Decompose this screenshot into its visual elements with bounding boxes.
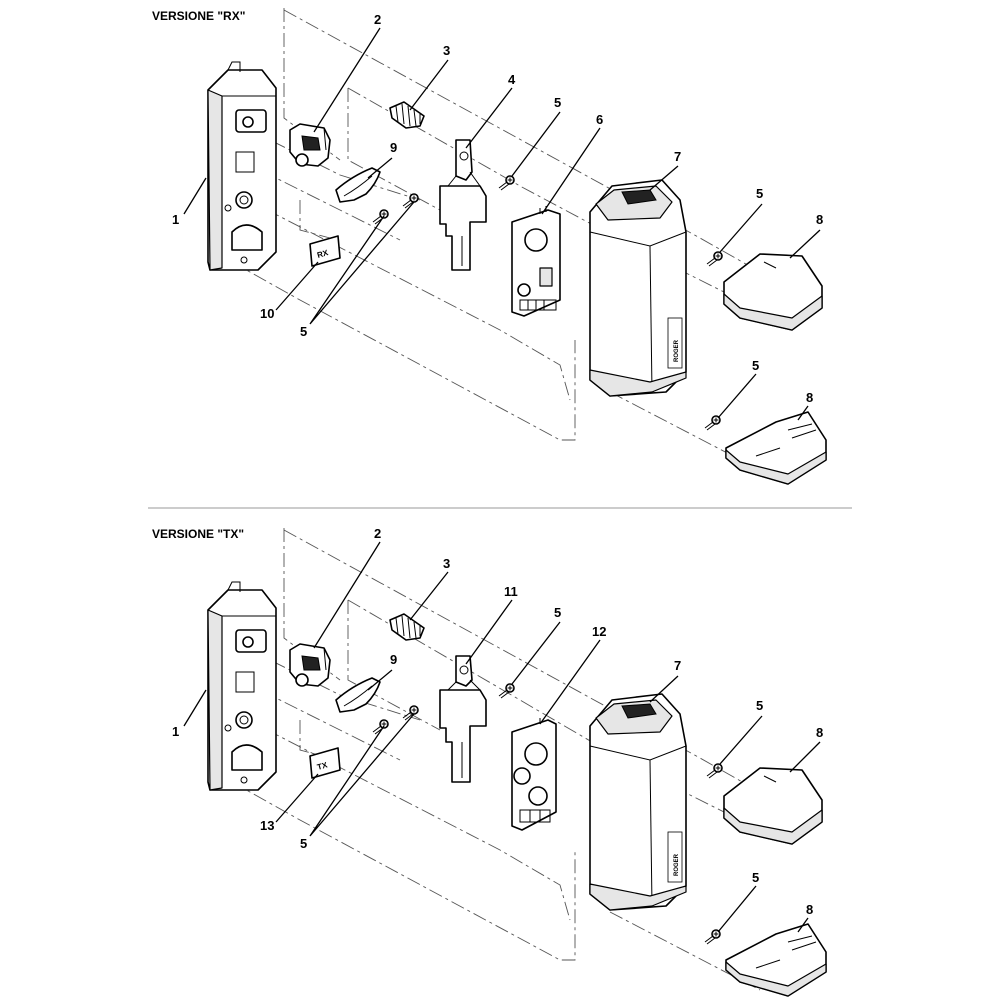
section-tx: VERSIONE "TX" xyxy=(152,526,827,997)
callout-label: 6 xyxy=(596,112,603,127)
section-title: VERSIONE "RX" xyxy=(152,9,245,23)
part-1-base-housing xyxy=(207,581,277,791)
screw-icon xyxy=(706,763,723,779)
callout-label: 2 xyxy=(374,12,381,27)
part-2-cam-piece xyxy=(289,123,331,167)
screw-icon xyxy=(498,175,515,191)
section-rx: VERSIONE "RX" xyxy=(152,8,827,485)
callout-label: 5 xyxy=(554,95,561,110)
callout-label: 8 xyxy=(806,390,813,405)
callout-label: 8 xyxy=(816,212,823,227)
screw-icon xyxy=(498,683,515,699)
assembly-axis-lines xyxy=(231,528,761,991)
part-8-top-cap xyxy=(723,767,823,845)
rx-tag-label: RX xyxy=(316,248,330,260)
brand-label: ROGER xyxy=(674,339,680,362)
callout-label: 2 xyxy=(374,526,381,541)
callout-label: 3 xyxy=(443,43,450,58)
part-3-spring xyxy=(389,101,425,129)
brand-logo: ROGER xyxy=(667,831,683,883)
part-1-base-housing xyxy=(207,61,277,271)
callout-label: 1 xyxy=(172,212,179,227)
brand-label: ROGER xyxy=(674,853,680,876)
callout-label: 5 xyxy=(554,605,561,620)
part-7-main-cover: ROGER xyxy=(589,179,687,397)
part-8-bottom-cap xyxy=(725,411,827,485)
callout-label: 1 xyxy=(172,724,179,739)
callout-label: 10 xyxy=(260,306,274,321)
part-3-spring xyxy=(389,613,425,641)
part-4-bracket xyxy=(439,139,487,271)
callout-label: 9 xyxy=(390,652,397,667)
callout-label: 8 xyxy=(816,725,823,740)
part-12-circuit-board xyxy=(511,718,557,831)
callout-label: 4 xyxy=(508,72,516,87)
screw-icon xyxy=(704,929,721,945)
callout-label: 13 xyxy=(260,818,274,833)
tx-tag-label: TX xyxy=(316,760,329,772)
part-11-bracket xyxy=(439,655,487,783)
callout-label: 7 xyxy=(674,149,681,164)
callout-label: 7 xyxy=(674,658,681,673)
callout-label: 8 xyxy=(806,902,813,917)
callout-label: 5 xyxy=(300,836,307,851)
part-9-clip xyxy=(335,677,381,713)
part-2-cam-piece xyxy=(289,643,331,687)
callout-label: 12 xyxy=(592,624,606,639)
callout-labels: 1 2 3 4 5 6 7 5 8 9 10 5 5 xyxy=(172,12,823,421)
callout-label: 3 xyxy=(443,556,450,571)
callout-label: 5 xyxy=(300,324,307,339)
part-8-bottom-cap xyxy=(725,923,827,997)
part-7-main-cover: ROGER xyxy=(589,693,687,911)
part-13-tx-tag: TX xyxy=(309,747,341,779)
callout-label: 5 xyxy=(756,186,763,201)
section-title: VERSIONE "TX" xyxy=(152,527,244,541)
callout-labels: 1 2 3 11 5 12 7 5 8 9 13 5 5 xyxy=(172,526,823,933)
brand-logo: ROGER xyxy=(667,317,683,369)
screw-icon xyxy=(704,415,721,431)
part-6-circuit-board xyxy=(511,206,561,317)
callout-label: 5 xyxy=(756,698,763,713)
callout-label: 11 xyxy=(504,584,518,599)
part-10-rx-tag: RX xyxy=(309,235,341,267)
callout-label: 5 xyxy=(752,870,759,885)
part-8-top-cap xyxy=(723,253,823,331)
callout-label: 9 xyxy=(390,140,397,155)
screw-icon xyxy=(706,251,723,267)
callout-label: 5 xyxy=(752,358,759,373)
